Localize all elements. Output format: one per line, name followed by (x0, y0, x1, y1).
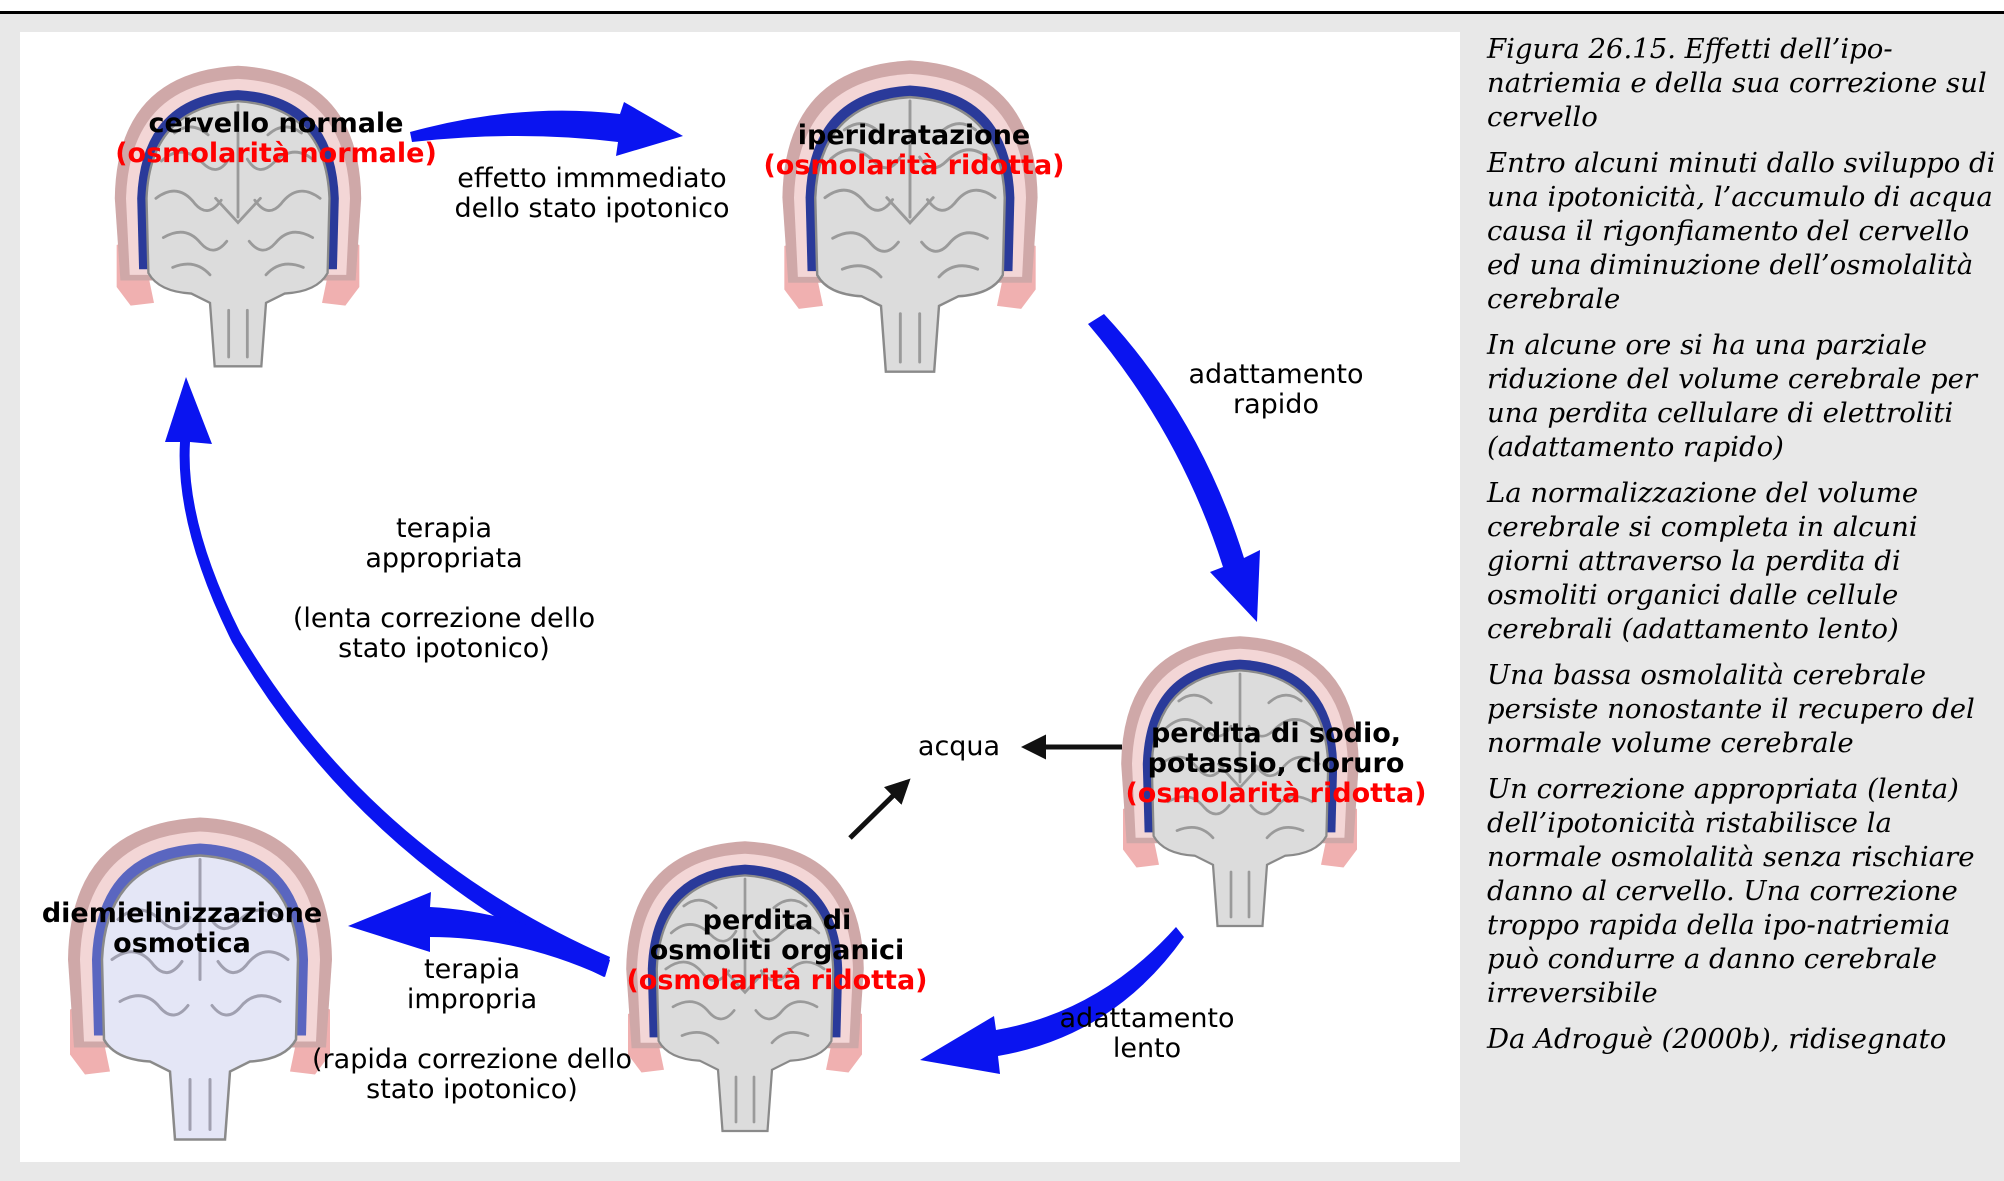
label-normal-brain: cervello normale (148, 108, 403, 139)
diagram-canvas: cervello normale (osmolarità normale) ip… (42, 58, 1427, 1142)
caption-paragraph-3: La normalizzazione del volume cerebrale … (1487, 477, 1919, 645)
caption-source: Da Adroguè (2000b), ridisegnato (1487, 1023, 1947, 1055)
arrow-water-from-organic (848, 778, 911, 840)
label-improper-line4: stato ipotonico) (366, 1074, 578, 1105)
label-proper-line2: appropriata (365, 543, 522, 574)
label-electrolyte-loss-line1: perdita di sodio, (1151, 718, 1401, 749)
label-water: acqua (918, 731, 1000, 762)
label-normal-osmolarity: (osmolarità normale) (115, 138, 437, 169)
arrow-proper-therapy (165, 377, 610, 977)
label-organic-loss-line1: perdita di (703, 905, 852, 936)
top-rule (0, 0, 2004, 14)
caption-title: Figura 26.15. Effetti dell’ipo-natriemia… (1487, 33, 1987, 133)
label-proper-line1: terapia (396, 513, 492, 544)
label-demyelination-line1: diemielinizzazione (42, 898, 322, 929)
label-rapid-line1: adattamento (1188, 359, 1363, 390)
arrow-improper-therapy (348, 892, 610, 977)
caption-paragraph-1: Entro alcuni minuti dallo sviluppo di un… (1487, 147, 1996, 315)
arrow-slow-adaptation (920, 927, 1184, 1074)
label-improper-line2: impropria (407, 984, 537, 1015)
diagram-panel: cervello normale (osmolarità normale) ip… (20, 32, 1460, 1162)
label-slow-line1: adattamento (1059, 1003, 1234, 1034)
label-electrolyte-loss-osmolarity: (osmolarità ridotta) (1125, 778, 1426, 809)
label-improper-line3: (rapida correzione dello (312, 1044, 632, 1075)
caption-paragraph-2: In alcune ore si ha una parziale riduzio… (1487, 329, 1978, 463)
label-rapid-line2: rapido (1233, 389, 1319, 420)
label-hyperhydration-osmolarity: (osmolarità ridotta) (763, 150, 1064, 181)
label-organic-loss-osmolarity: (osmolarità ridotta) (626, 965, 927, 996)
arrow-rapid-adaptation (1088, 314, 1260, 622)
label-proper-line3: (lenta correzione dello (293, 603, 595, 634)
label-immediate-line1: effetto immmediato (457, 163, 726, 194)
label-organic-loss-line2: osmoliti organici (650, 935, 905, 966)
brain-demyelination (66, 815, 334, 1142)
caption-paragraph-5: Un correzione appropriata (lenta) dell’i… (1487, 773, 1975, 1009)
label-electrolyte-loss-line2: potassio, cloruro (1148, 748, 1405, 779)
label-slow-line2: lento (1113, 1033, 1181, 1064)
caption-paragraph-4: Una bassa osmolalità cerebrale persiste … (1487, 659, 1975, 759)
label-improper-line1: terapia (424, 954, 520, 985)
label-hyperhydration: iperidratazione (798, 120, 1031, 151)
label-proper-line4: stato ipotonico) (338, 633, 550, 664)
arrow-immediate-effect (410, 102, 683, 156)
figure-caption: Figura 26.15. Effetti dell’ipo-natriemia… (1487, 32, 1997, 1068)
label-demyelination-line2: osmotica (113, 928, 251, 959)
label-immediate-line2: dello stato ipotonico (455, 193, 730, 224)
brain-hyperhydration (780, 58, 1040, 374)
